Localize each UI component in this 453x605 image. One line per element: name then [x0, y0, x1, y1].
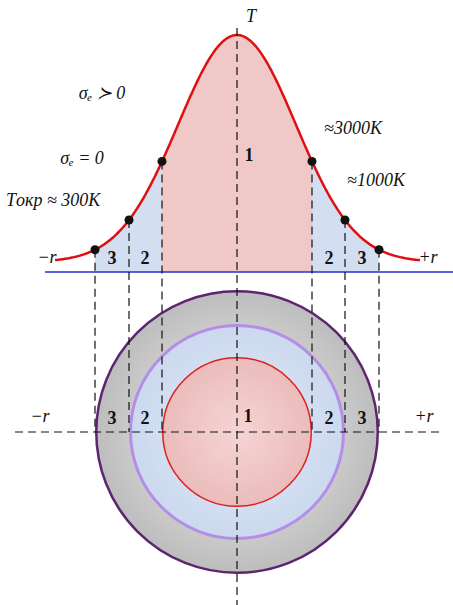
boundary-dot: [91, 245, 100, 254]
boundary-dot: [158, 157, 167, 166]
boundary-dot: [375, 245, 384, 254]
temperature-label: ≈1000K: [347, 171, 405, 189]
projection-line: [344, 220, 345, 432]
conductivity-label: σₑ ≻ 0: [79, 84, 126, 102]
zone-number: 2: [325, 409, 334, 427]
zone-number: 3: [358, 409, 367, 427]
boundary-dot: [125, 216, 134, 225]
zone-number: 1: [244, 407, 253, 425]
axis-label: T: [246, 7, 256, 25]
projection-line: [161, 161, 162, 432]
radius-label: −r: [37, 248, 56, 266]
projection-line: [128, 220, 129, 432]
boundary-dot: [308, 157, 317, 166]
zone-fill: [95, 161, 162, 272]
zone-number: 1: [245, 146, 254, 164]
axis-line: [236, 28, 237, 605]
projection-line: [311, 161, 312, 432]
boundary-dot: [341, 216, 350, 225]
zone-number: 3: [108, 409, 117, 427]
zone-number: 3: [358, 249, 367, 267]
temperature-label: ≈3000K: [324, 119, 382, 137]
conductivity-label: σₑ = 0: [60, 149, 104, 167]
zone-number: 2: [141, 249, 150, 267]
radius-label: −r: [30, 407, 49, 425]
baseline: [45, 271, 453, 273]
zone-number: 3: [108, 249, 117, 267]
temperature-label: Tокр ≈ 300K: [6, 191, 100, 209]
projection-line: [378, 250, 379, 432]
projection-line: [94, 250, 95, 432]
zone-number: 2: [141, 409, 150, 427]
axis-line: [15, 431, 442, 432]
radius-label: +r: [414, 407, 433, 425]
zone-number: 2: [325, 249, 334, 267]
radius-label: +r: [418, 248, 437, 266]
